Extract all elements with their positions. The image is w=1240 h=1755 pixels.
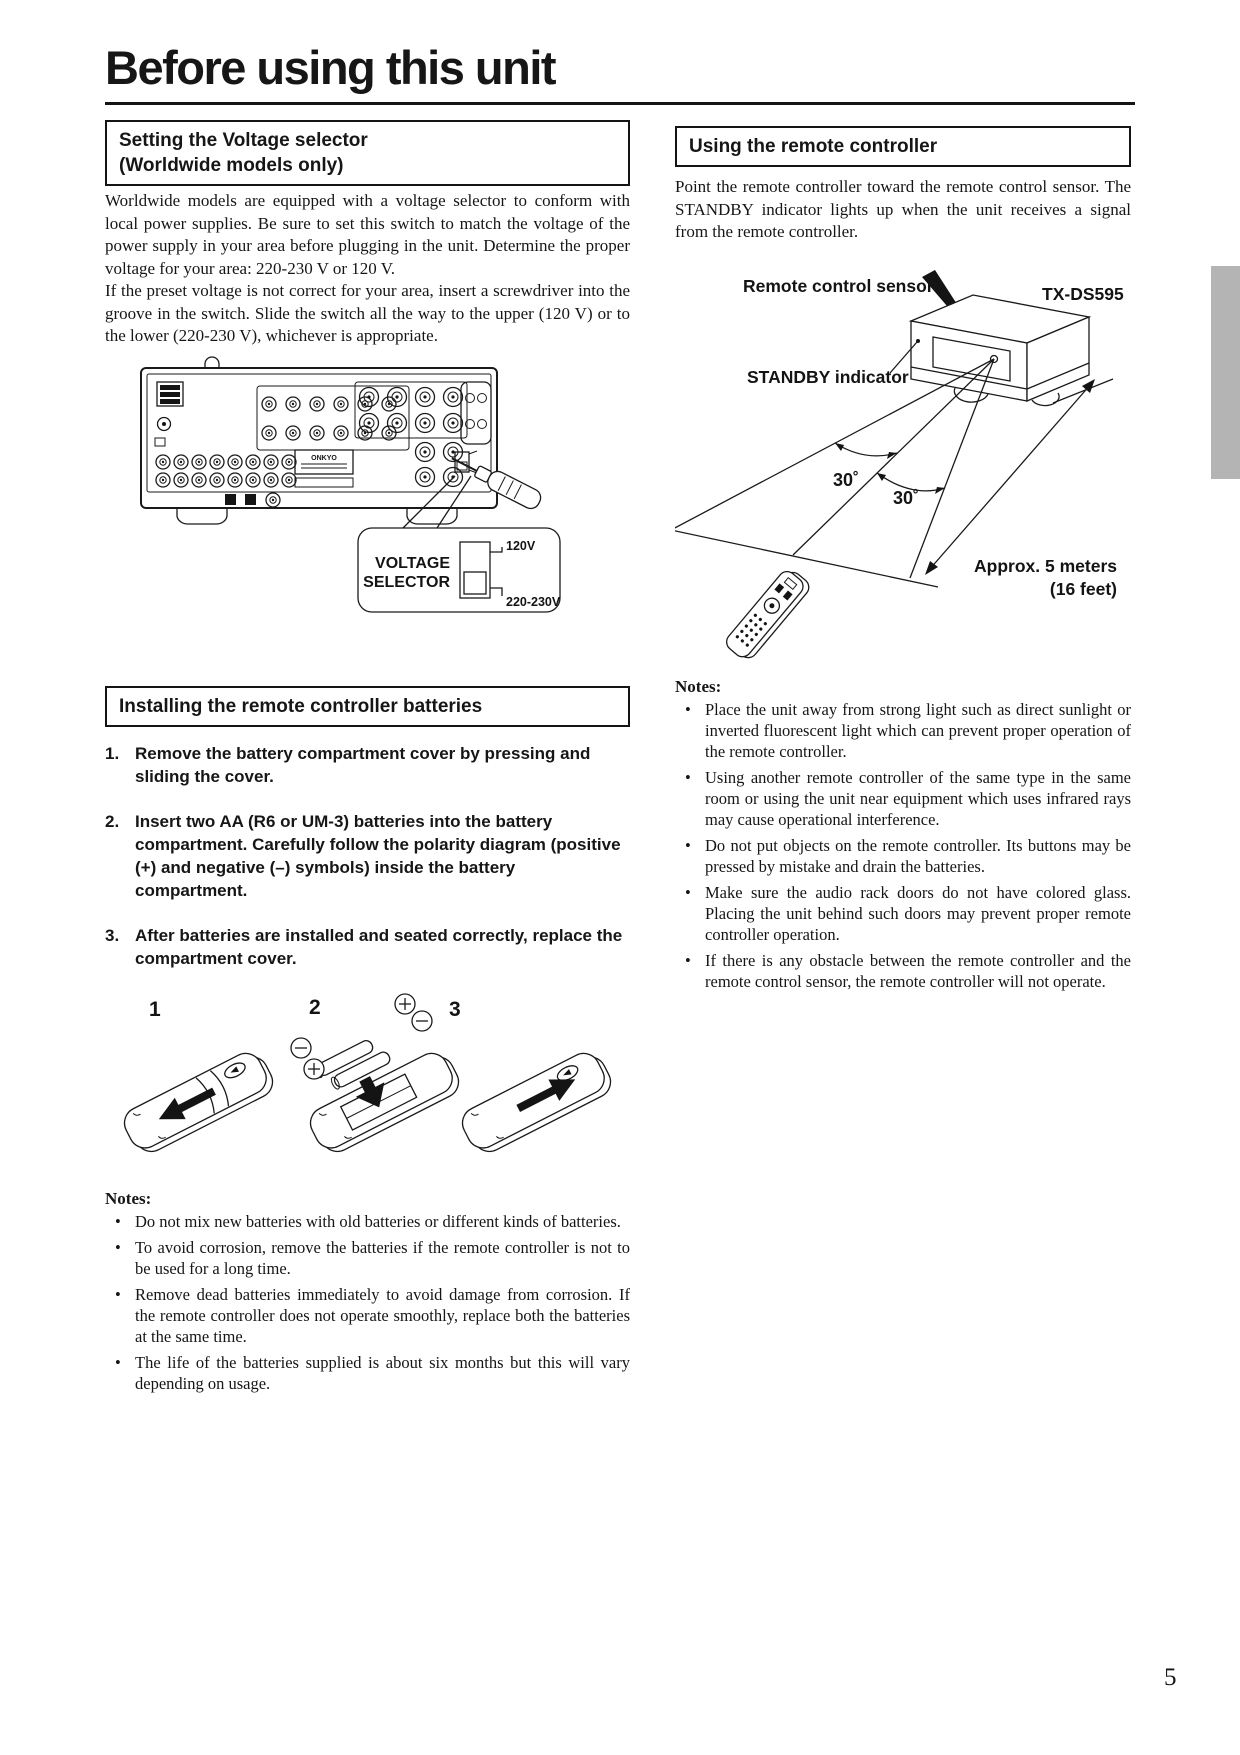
- heading-line-1: Setting the Voltage selector: [119, 130, 368, 151]
- voltage-selector-callout: VOLTAGE SELECTOR 120V 220-230V: [357, 475, 561, 613]
- distance-line1: Approx. 5 meters: [974, 556, 1117, 576]
- battery-installation-figure: 1 2 3: [118, 993, 617, 1160]
- speaker-terminals: [354, 381, 468, 488]
- step-text: Insert two AA (R6 or UM-3) batteries int…: [135, 812, 621, 900]
- distance-line2: (16 feet): [1050, 579, 1117, 599]
- edge-index-tab: [1211, 266, 1240, 479]
- insert-arrow-icon: [355, 1076, 385, 1108]
- heading-text: Installing the remote controller batteri…: [119, 696, 483, 717]
- figure-step-1-label: 1: [149, 998, 161, 1021]
- step-3: 3. After batteries are installed and sea…: [105, 924, 630, 970]
- rca-jacks-upper: [256, 385, 410, 451]
- page-title: Before using this unit: [105, 41, 557, 94]
- receiver-rear-chassis: [140, 356, 498, 525]
- figure-step-2-label: 2: [309, 996, 321, 1019]
- remote-controller-illustration: [726, 570, 810, 659]
- section-heading-batteries: Installing the remote controller batteri…: [105, 686, 630, 727]
- sensor-label: Remote control sensor: [743, 276, 934, 296]
- slide-arrow-icon: [516, 1079, 576, 1112]
- screwdriver-icon: [451, 457, 542, 510]
- voltage-120-label: 120V: [506, 539, 536, 553]
- page-number: 5: [1164, 1664, 1177, 1691]
- remote-slide-cover-off: [118, 1045, 279, 1160]
- note-item: The life of the batteries supplied is ab…: [105, 1352, 630, 1394]
- notes-heading: Notes:: [675, 677, 722, 696]
- model-label: TX-DS595: [1042, 284, 1124, 304]
- note-item: Do not put objects on the remote control…: [675, 835, 1131, 877]
- ac-outlets: [460, 381, 492, 445]
- voltage-paragraphs: Worldwide models are equipped with a vol…: [105, 190, 630, 348]
- callout-label-line2: SELECTOR: [363, 574, 450, 591]
- polarity-symbols: [290, 993, 433, 1080]
- step-number: 2.: [105, 812, 120, 831]
- distance-measure: Approx. 5 meters (16 feet): [925, 378, 1117, 599]
- remote-insert-batteries: [304, 1040, 465, 1160]
- note-item: Make sure the audio rack doors do not ha…: [675, 882, 1131, 945]
- note-item: Place the unit away from strong light su…: [675, 699, 1131, 762]
- brand-plate: ONKYO: [294, 449, 354, 488]
- voltage-paragraph-1: Worldwide models are equipped with a vol…: [105, 191, 630, 278]
- standby-label: STANDBY indicator: [747, 367, 909, 387]
- remote-paragraph: Point the remote controller toward the r…: [675, 177, 1131, 241]
- note-item: If there is any obstacle between the rem…: [675, 950, 1131, 992]
- step-number: 1.: [105, 744, 120, 763]
- slide-arrow-icon: [158, 1087, 216, 1120]
- battery-steps: 1. Remove the battery compartment cover …: [105, 742, 630, 992]
- voltage-paragraph-2: If the preset voltage is not correct for…: [105, 281, 630, 345]
- angle-right-label: 30˚: [893, 488, 919, 508]
- step-2: 2. Insert two AA (R6 or UM-3) batteries …: [105, 810, 630, 902]
- brand-text: ONKYO: [311, 455, 337, 462]
- callout-label-line1: VOLTAGE: [375, 555, 450, 572]
- receiver-illustration: [908, 294, 1092, 407]
- rear-panel-diagram: ONKYO: [140, 356, 561, 613]
- notes-heading: Notes:: [105, 1189, 152, 1208]
- section-heading-remote: Using the remote controller: [675, 126, 1131, 167]
- note-item: Do not mix new batteries with old batter…: [105, 1211, 630, 1232]
- angle-left-label: 30˚: [833, 470, 859, 490]
- heading-line-2: (Worldwide models only): [119, 155, 344, 176]
- antenna-terminal: [154, 381, 184, 447]
- step-text: After batteries are installed and seated…: [135, 926, 623, 968]
- note-item: To avoid corrosion, remove the batteries…: [105, 1237, 630, 1279]
- voltage-220-label: 220-230V: [506, 595, 561, 609]
- step-1: 1. Remove the battery compartment cover …: [105, 742, 630, 788]
- note-item: Using another remote controller of the s…: [675, 767, 1131, 830]
- remote-range-diagram: Remote control sensor TX-DS595 STANDBY i…: [675, 270, 1124, 659]
- note-item: Remove dead batteries immediately to avo…: [105, 1284, 630, 1347]
- battery-notes: Notes: Do not mix new batteries with old…: [105, 1188, 630, 1399]
- signal-cone: 30˚ 30˚: [675, 358, 995, 588]
- figure-step-3-label: 3: [449, 998, 461, 1021]
- title-rule: [105, 102, 1135, 105]
- section-heading-voltage-selector: Setting the Voltage selector (Worldwide …: [105, 120, 630, 186]
- remote-slide-cover-on: [456, 1045, 617, 1160]
- step-text: Remove the battery compartment cover by …: [135, 744, 591, 786]
- step-number: 3.: [105, 926, 120, 945]
- rca-jacks-lower: [155, 454, 297, 508]
- remote-notes: Notes: Place the unit away from strong l…: [675, 676, 1131, 997]
- heading-text: Using the remote controller: [689, 136, 938, 157]
